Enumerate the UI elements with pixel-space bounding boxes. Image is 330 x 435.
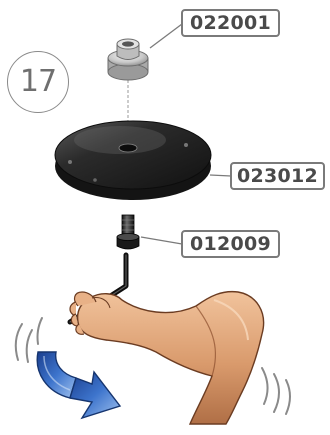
leader-line-cap (150, 24, 182, 48)
bolt-part (117, 215, 139, 249)
cap-part (108, 39, 148, 80)
part-label-disc: 023012 (230, 162, 325, 190)
part-code-cap: 022001 (190, 12, 271, 34)
disc-part (55, 121, 211, 200)
leader-line-disc (210, 175, 231, 176)
rotate-arrow-icon (37, 352, 120, 418)
part-label-cap: 022001 (181, 9, 280, 37)
leader-line-bolt (141, 237, 182, 244)
part-code-disc: 023012 (237, 165, 318, 187)
part-code-bolt: 012009 (190, 233, 271, 255)
part-label-bolt: 012009 (181, 230, 280, 258)
